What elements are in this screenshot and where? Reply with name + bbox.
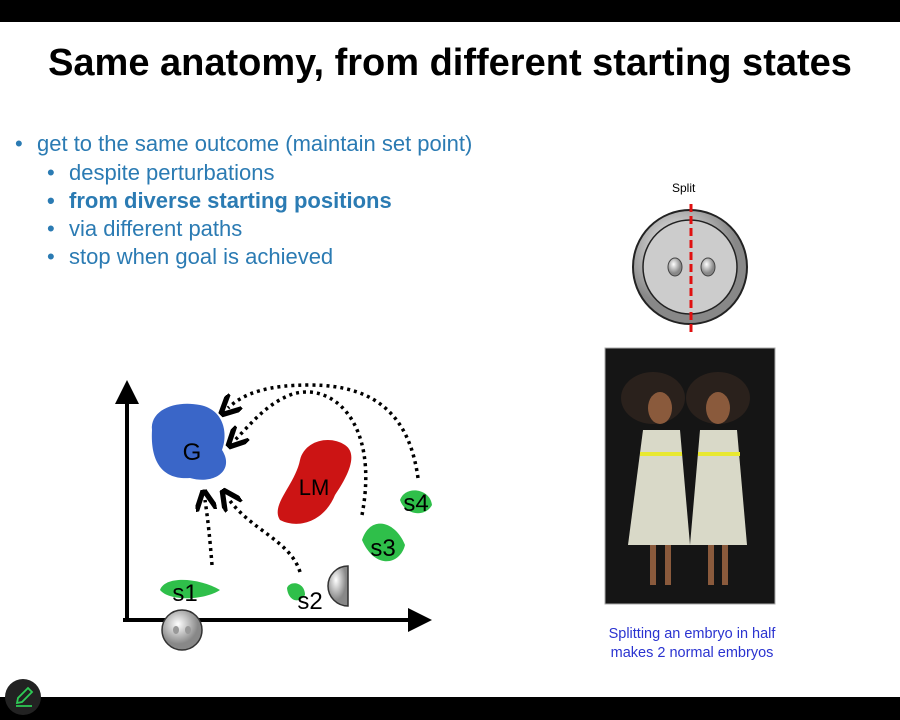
s2-label: s2 — [297, 588, 322, 615]
bullet-1: get to the same outcome (maintain set po… — [15, 131, 472, 157]
s1-label: s1 — [172, 580, 197, 607]
small-embryo-icon — [161, 609, 203, 651]
bullet-2: despite perturbations — [47, 160, 275, 186]
half-embryo-icon — [327, 565, 349, 607]
embryo-split-icon — [632, 204, 748, 336]
twins-photo — [604, 347, 776, 605]
goal-blob — [151, 403, 227, 480]
pen-tool-button[interactable] — [5, 679, 41, 715]
caption-line-2: makes 2 normal embryos — [610, 645, 774, 661]
split-label: Split — [672, 181, 696, 195]
caption-line-1: Splitting an embryo in half — [608, 626, 776, 642]
bullet-3: from diverse starting positions — [47, 188, 392, 214]
s3-label: s3 — [370, 535, 395, 562]
s4-label: s4 — [403, 490, 428, 517]
pencil-icon — [15, 686, 34, 707]
bullet-4: via different paths — [47, 216, 242, 242]
path-arrows — [205, 383, 420, 573]
goal-label: G — [183, 439, 202, 466]
bullet-5: stop when goal is achieved — [47, 244, 333, 270]
start-blobs — [160, 490, 432, 601]
top-bar — [0, 0, 900, 22]
local-min-blob — [277, 440, 352, 524]
photo-caption: Splitting an embryo in half makes 2 norm… — [590, 625, 794, 663]
local-min-label: LM — [299, 475, 330, 500]
bottom-bar — [0, 697, 900, 720]
slide-title: Same anatomy, from different starting st… — [48, 42, 852, 84]
